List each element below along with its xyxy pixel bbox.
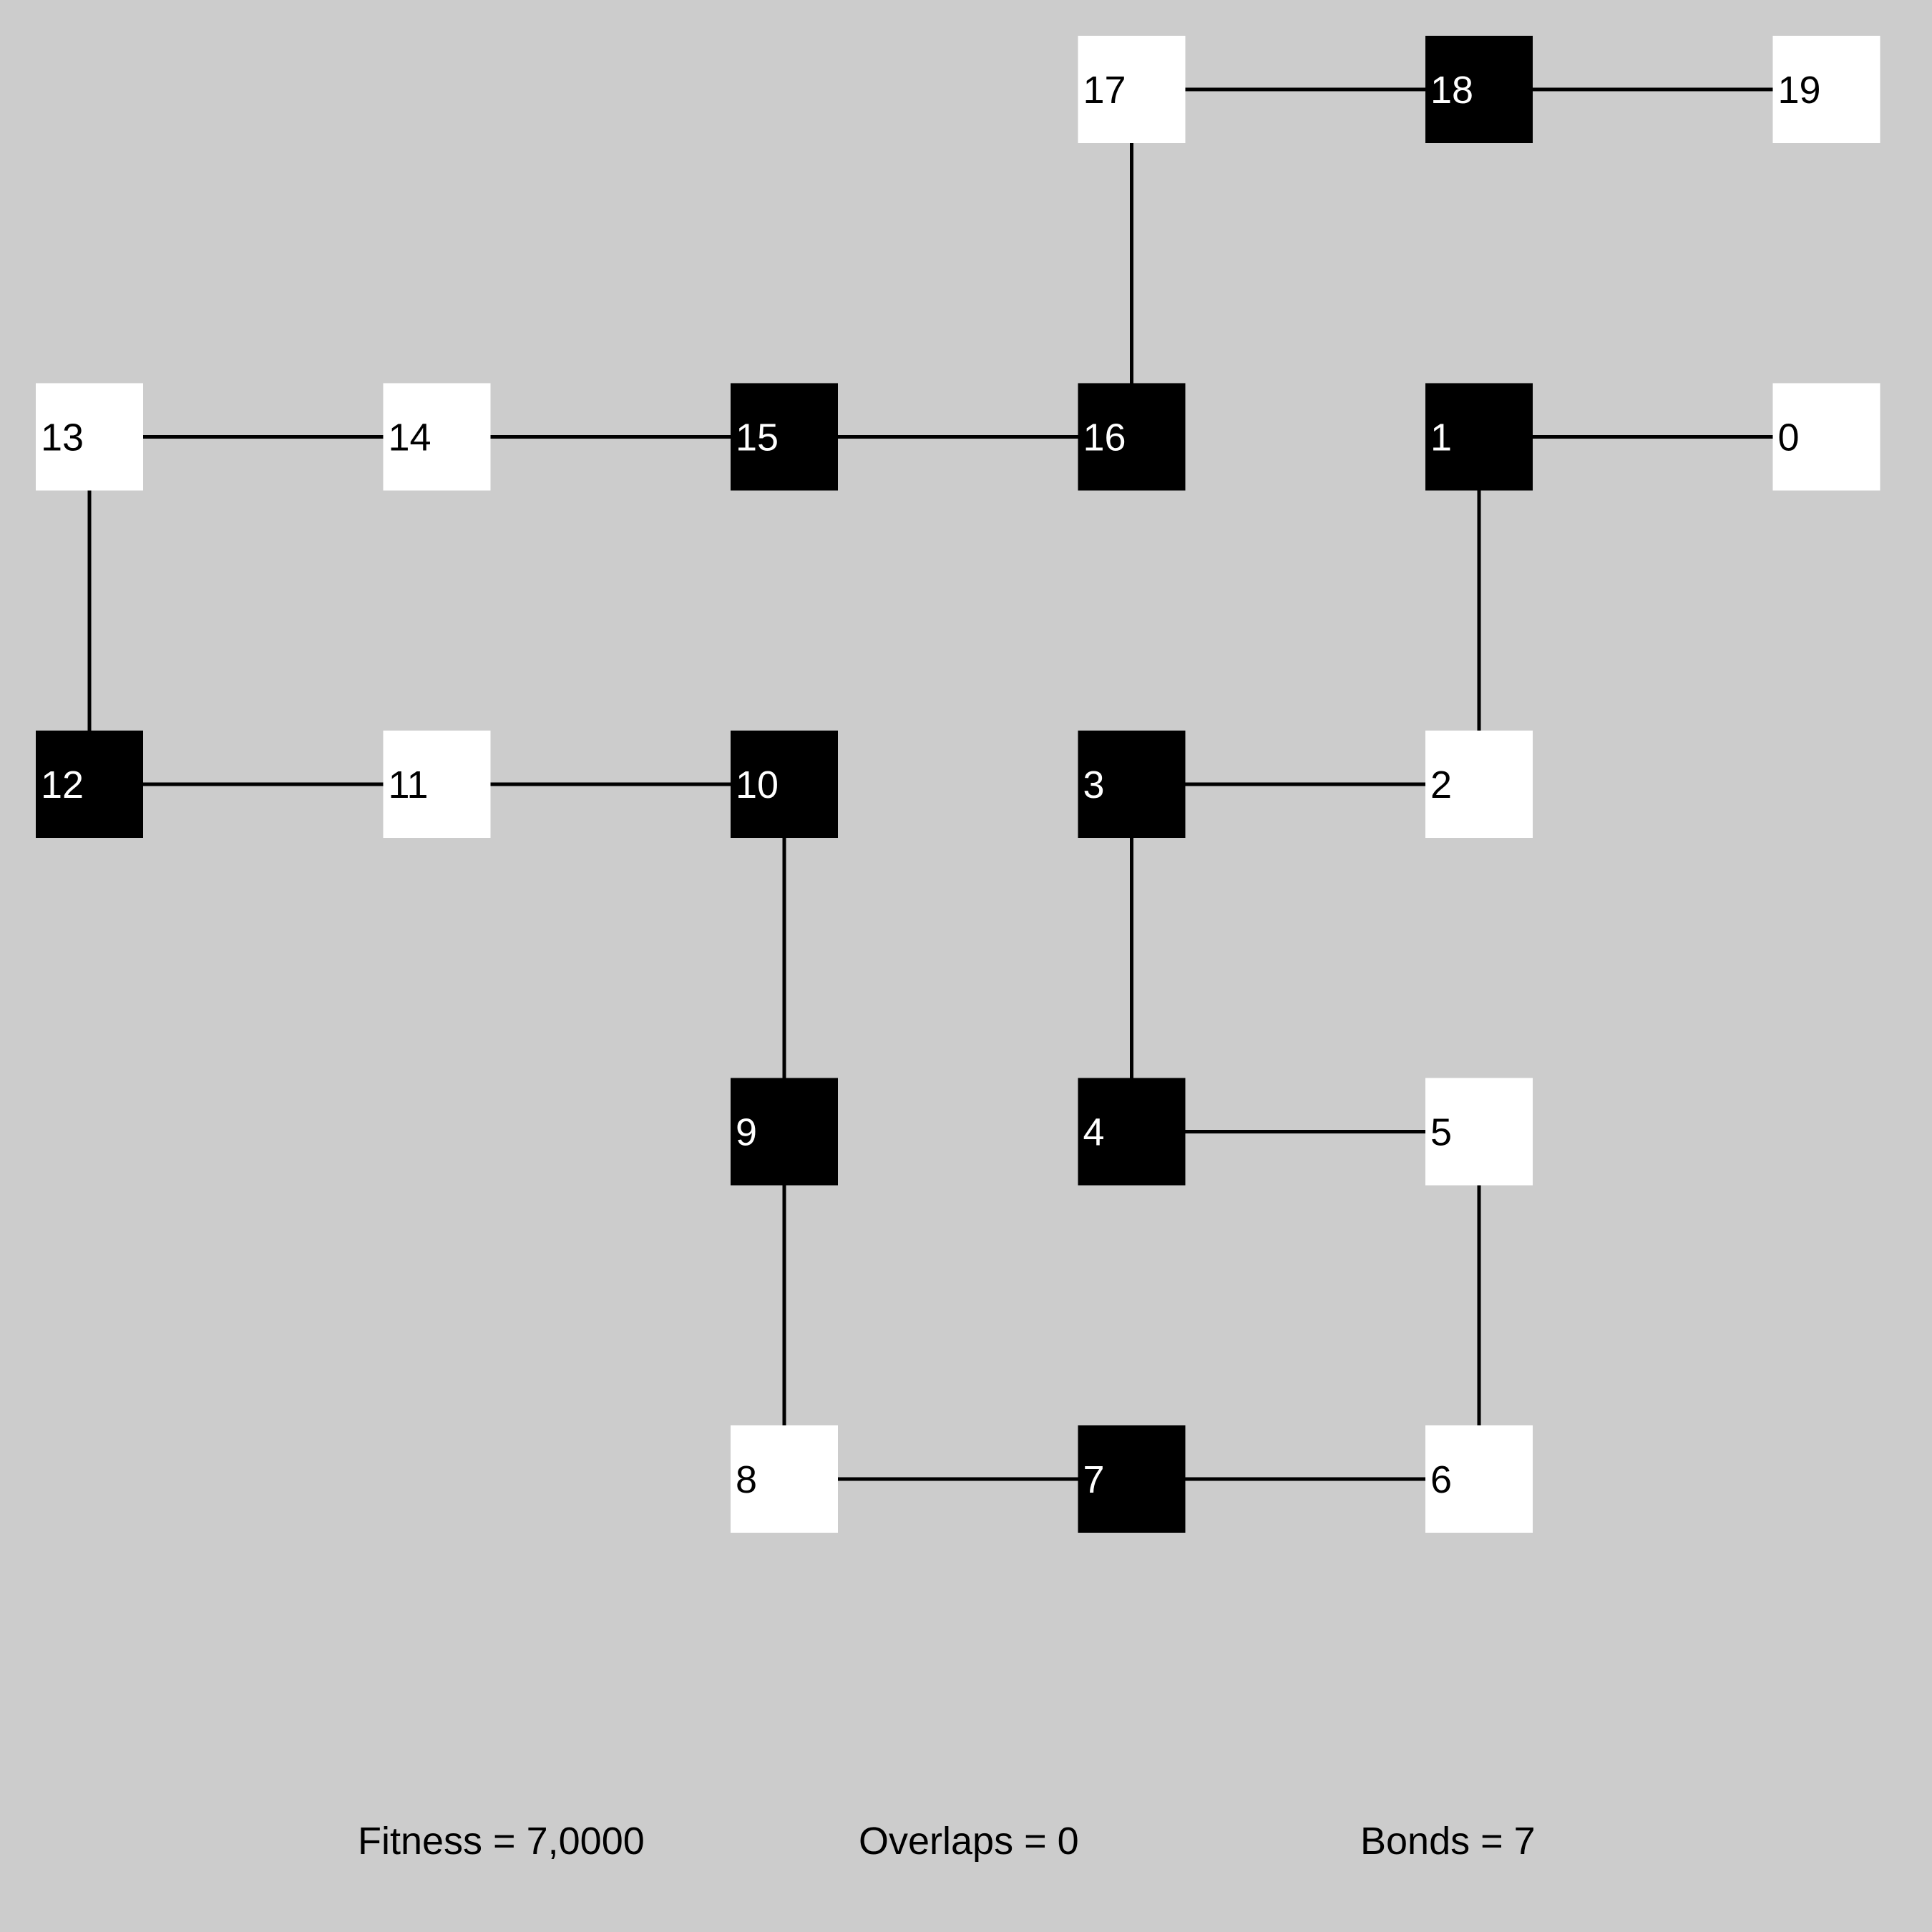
residue-node: 0 [1772, 383, 1880, 491]
residue-label: 1 [1430, 416, 1452, 459]
residue-node: 16 [1078, 383, 1186, 491]
residue-label: 16 [1083, 416, 1126, 459]
residue-label: 6 [1430, 1458, 1452, 1501]
residue-label: 7 [1083, 1458, 1105, 1501]
bonds-readout: Bonds = 7 [1360, 1820, 1536, 1863]
residue-square [731, 731, 838, 838]
residue-square [1078, 1078, 1186, 1186]
residue-node: 18 [1425, 36, 1533, 143]
residue-square [383, 731, 491, 838]
residue-label: 17 [1083, 69, 1126, 112]
residue-label: 0 [1778, 416, 1800, 459]
residue-label: 18 [1430, 69, 1473, 112]
residue-label: 9 [736, 1111, 757, 1154]
residue-node: 2 [1425, 731, 1533, 838]
residue-node: 3 [1078, 731, 1186, 838]
residue-square [1425, 383, 1533, 491]
residue-label: 19 [1778, 69, 1821, 112]
residue-label: 4 [1083, 1111, 1105, 1154]
residue-label: 15 [736, 416, 779, 459]
residue-square [731, 1078, 838, 1186]
residue-label: 14 [389, 416, 431, 459]
residue-label: 5 [1430, 1111, 1452, 1154]
residue-label: 12 [41, 763, 84, 806]
fitness-readout: Fitness = 7,0000 [358, 1820, 645, 1863]
residue-square [731, 383, 838, 491]
residue-node: 10 [731, 731, 838, 838]
residue-node: 1 [1425, 383, 1533, 491]
residue-square [1772, 383, 1880, 491]
residue-square [1078, 36, 1186, 143]
residue-node: 11 [383, 731, 491, 838]
residue-label: 8 [736, 1458, 757, 1501]
residue-node: 9 [731, 1078, 838, 1186]
residue-node: 15 [731, 383, 838, 491]
residue-square [383, 383, 491, 491]
residue-node: 13 [36, 383, 143, 491]
residue-square [36, 383, 143, 491]
residue-label: 2 [1430, 763, 1452, 806]
residue-node: 8 [731, 1425, 838, 1533]
residue-label: 13 [41, 416, 84, 459]
residue-node: 14 [383, 383, 491, 491]
residue-label: 10 [736, 763, 779, 806]
residue-node: 17 [1078, 36, 1186, 143]
residue-square [36, 731, 143, 838]
overlaps-readout: Overlaps = 0 [859, 1820, 1079, 1863]
residue-square [1078, 731, 1186, 838]
residue-square [1425, 731, 1533, 838]
residue-square [1078, 1425, 1186, 1533]
residue-square [1425, 1425, 1533, 1533]
residue-node: 7 [1078, 1425, 1186, 1533]
chain-bonds [87, 87, 1827, 1481]
residue-square [1078, 383, 1186, 491]
residue-label: 11 [389, 763, 429, 806]
residue-node: 6 [1425, 1425, 1533, 1533]
residue-square [1772, 36, 1880, 143]
residue-square [1425, 1078, 1533, 1186]
residue-node: 4 [1078, 1078, 1186, 1186]
residue-node: 5 [1425, 1078, 1533, 1186]
residue-square [1425, 36, 1533, 143]
residue-node: 12 [36, 731, 143, 838]
residue-square [731, 1425, 838, 1533]
residue-label: 3 [1083, 763, 1105, 806]
residue-node: 19 [1772, 36, 1880, 143]
